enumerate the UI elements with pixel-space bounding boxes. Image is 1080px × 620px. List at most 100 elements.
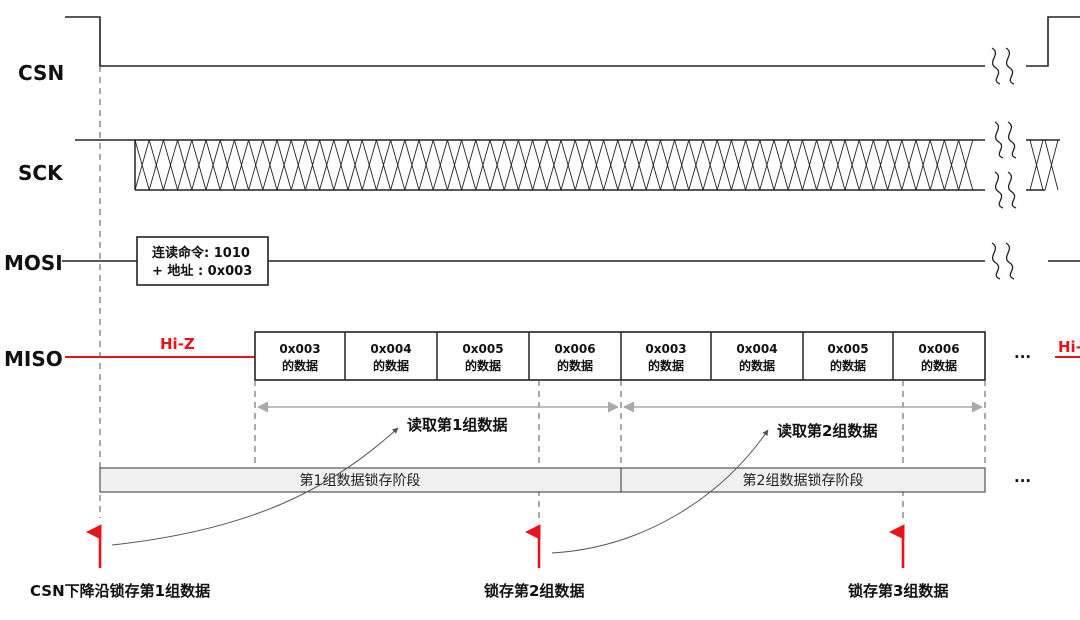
- latch-phase-bars: [99, 467, 986, 493]
- miso-cell-suffix: 的数据: [739, 358, 775, 373]
- sck-edge: [148, 139, 164, 191]
- signal-label-mosi: MOSI: [4, 251, 63, 275]
- sck-edge: [461, 139, 477, 191]
- miso-cell-suffix: 的数据: [830, 358, 866, 373]
- sck-edge: [574, 139, 590, 191]
- read-group-1-label: 读取第1组数据: [407, 416, 507, 434]
- read-group-2-label: 读取第2组数据: [777, 422, 877, 440]
- miso-cell-address: 0x003: [279, 342, 320, 356]
- sck-edge: [759, 139, 775, 191]
- sck-edge: [617, 139, 633, 191]
- sck-edge: [375, 139, 392, 191]
- miso-hiz-left-label: Hi-Z: [160, 335, 195, 353]
- sck-edge: [418, 139, 434, 191]
- sck-edge: [432, 139, 448, 191]
- sck-edge: [645, 139, 661, 191]
- guide-lines: [99, 66, 986, 518]
- sck-edge: [773, 139, 789, 191]
- miso-cell-address: 0x005: [462, 342, 503, 356]
- sck-edge: [915, 139, 931, 191]
- miso-hiz-right-label: Hi-: [1058, 338, 1080, 356]
- sck-edge: [262, 139, 278, 191]
- sck-edge: [404, 139, 420, 191]
- sck-edge: [730, 139, 747, 191]
- signal-label-csn: CSN: [18, 61, 64, 85]
- sck-edge: [304, 139, 321, 191]
- sck-edge: [219, 139, 235, 191]
- miso-cell-suffix: 的数据: [921, 358, 957, 373]
- miso-cell-suffix: 的数据: [557, 358, 593, 373]
- sck-edge: [929, 139, 945, 191]
- miso-cell-address: 0x005: [827, 342, 868, 356]
- sck-edge: [830, 139, 846, 191]
- sck-edge: [603, 139, 619, 191]
- sck-edge: [659, 139, 676, 191]
- miso-cell-address: 0x006: [554, 342, 595, 356]
- sck-edge: [560, 139, 576, 191]
- sck-edge: [390, 139, 406, 191]
- miso-cell-suffix: 的数据: [282, 358, 318, 373]
- sck-edge: [588, 139, 605, 191]
- latch-event-2-label: 锁存第2组数据: [484, 582, 584, 600]
- miso-cell-suffix: 的数据: [373, 358, 409, 373]
- latch-curve-arrows: [111, 427, 769, 554]
- sck-edge: [901, 139, 917, 191]
- sck-edge: [787, 139, 803, 191]
- sck-edge: [319, 139, 335, 191]
- latch-event-1-label: CSN下降沿锁存第1组数据: [30, 582, 210, 600]
- sck-edge: [801, 139, 818, 191]
- mosi-waveform: [62, 236, 1080, 286]
- sck-edge: [872, 139, 889, 191]
- sck-edge: [532, 139, 548, 191]
- miso-cell-suffix: 的数据: [465, 358, 501, 373]
- miso-cell-address: 0x006: [918, 342, 959, 356]
- sck-edge: [177, 139, 193, 191]
- miso-cell-address: 0x003: [645, 342, 686, 356]
- signal-label-miso: MISO: [4, 347, 63, 371]
- sck-edge: [816, 139, 832, 191]
- csn-waveform: [65, 16, 1080, 85]
- sck-edge: [844, 139, 860, 191]
- sck-waveform: [75, 121, 1060, 209]
- sck-edge: [191, 139, 207, 191]
- signal-label-sck: SCK: [18, 161, 64, 185]
- sck-edge: [361, 139, 377, 191]
- sck-edge: [205, 139, 221, 191]
- sck-edge: [517, 139, 534, 191]
- sck-edge: [674, 139, 690, 191]
- sck-edge: [716, 139, 732, 191]
- sck-edge: [233, 139, 250, 191]
- sck-edge: [631, 139, 647, 191]
- miso-cell-address: 0x004: [370, 342, 411, 356]
- sck-edge: [162, 139, 179, 191]
- mosi-command-line1: 连读命令: 1010: [152, 245, 250, 261]
- sck-edge: [745, 139, 761, 191]
- miso-data-cells: 0x003 的数据 0x004 的数据 0x005 的数据 0x006 的数据 0x003 的数据…: [279, 342, 959, 373]
- miso-cell-address: 0x004: [736, 342, 777, 356]
- sck-edge: [943, 139, 960, 191]
- sck-edge: [887, 139, 903, 191]
- sck-edge: [858, 139, 874, 191]
- latch-phase-ellipsis: ···: [1014, 472, 1031, 490]
- sck-edge: [446, 139, 463, 191]
- sck-edge: [248, 139, 264, 191]
- mosi-command-line2: + 地址 : 0x003: [152, 263, 252, 279]
- latch-event-3-label: 锁存第3组数据: [848, 582, 948, 600]
- miso-cell-suffix: 的数据: [648, 358, 684, 373]
- sck-edge: [503, 139, 519, 191]
- sck-edge: [276, 139, 292, 191]
- sck-edge: [134, 139, 150, 191]
- latch-event-arrows: [85, 524, 905, 568]
- sck-edge: [347, 139, 363, 191]
- sck-edge: [489, 139, 505, 191]
- sck-edge: [333, 139, 349, 191]
- latch-phase-1-label: 第1组数据锁存阶段: [300, 472, 421, 489]
- miso-ellipsis: ···: [1014, 348, 1031, 366]
- sck-edge: [475, 139, 491, 191]
- sck-edge: [688, 139, 704, 191]
- sck-edge: [958, 139, 974, 191]
- sck-edge: [290, 139, 306, 191]
- latch-phase-2-label: 第2组数据锁存阶段: [743, 472, 864, 489]
